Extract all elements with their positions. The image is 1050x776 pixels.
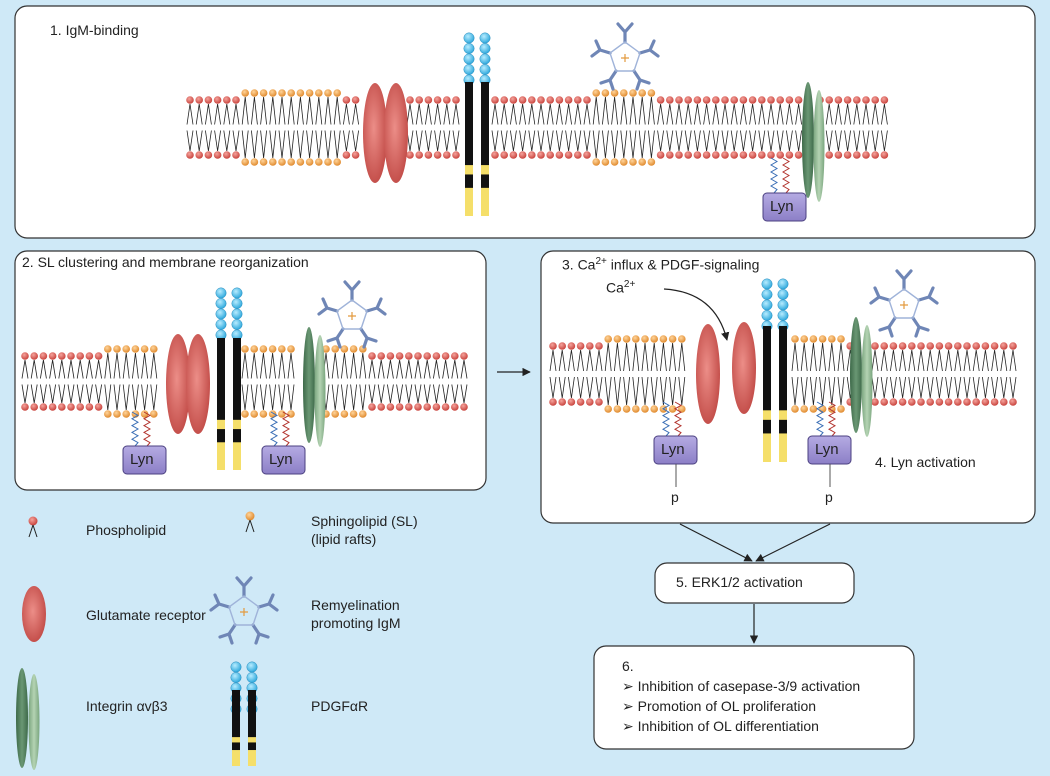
proteins: [130, 22, 939, 470]
lyn-box-panel2-left: [122, 445, 167, 475]
integrin-panel2: [303, 327, 326, 447]
legend-phospholipid-icon: [28, 516, 38, 538]
legend-pdgf-receptor-icon: [230, 661, 258, 766]
legend-glutamate-label: Glutamate receptor: [86, 607, 206, 623]
lyn-label-panel3-right: Lyn: [815, 441, 839, 458]
legend-igm-icon: [209, 576, 279, 645]
glutamate-receptor-panel2-a: [166, 334, 190, 434]
integrin-panel3: [850, 317, 873, 437]
glutamate-receptor-panel3-b: [732, 322, 756, 414]
step6-item: ➢ Promotion of OL proliferation: [622, 698, 817, 714]
pdgf-receptor-panel1: [463, 32, 491, 216]
membrane-panel3-mid: [791, 335, 854, 413]
step6-item: ➢ Inhibition of OL differentiation: [622, 718, 819, 734]
lyn-label-panel2-left: Lyn: [130, 451, 154, 468]
panel-3-title: 3. Ca2+ influx & PDGF-signaling: [562, 256, 760, 273]
membrane-panel2-left: [21, 345, 158, 418]
calcium-influx-arrow: [663, 288, 730, 341]
panel-2-title: 2. SL clustering and membrane reorganiza…: [22, 254, 309, 270]
glutamate-receptor-panel1-a: [363, 83, 387, 183]
calcium-label: Ca2+: [606, 279, 636, 296]
step5-label: 5. ERK1/2 activation: [676, 574, 803, 590]
legend-glutamate-receptor-icon: [22, 586, 46, 642]
legend-integrin-icon: [16, 668, 40, 770]
panel-1-title: 1. IgM-binding: [50, 22, 139, 38]
legend-phospholipid-label: Phospholipid: [86, 522, 167, 538]
glutamate-receptor-panel1-b: [384, 83, 408, 183]
step5-box: [654, 562, 855, 604]
integrin-panel1: [802, 82, 825, 202]
step6-box: [593, 645, 915, 750]
lyn-label-panel2-right: Lyn: [269, 451, 293, 468]
lyn-box-panel2-right: [261, 445, 306, 475]
membrane-panel1-right: [491, 89, 803, 166]
lyn-label-panel3-left: Lyn: [661, 441, 685, 458]
step6-item: ➢ Inhibition of casepase-3/9 activation: [622, 678, 861, 694]
lyn-box-panel1: [762, 192, 807, 222]
pdgf-receptor-panel2: [215, 287, 243, 470]
membrane-panel1-mid: [406, 96, 460, 159]
legend-pdgf-label: PDGFαR: [311, 698, 369, 714]
lyn-anchor-panel3-left: [661, 401, 683, 437]
pdgf-receptor-panel3: [761, 278, 789, 462]
arrow-left-to-step5: [679, 523, 753, 562]
legend-pdgf-shape: [230, 661, 258, 766]
phosphate-label-left: p: [671, 489, 679, 505]
step4-label: 4. Lyn activation: [875, 454, 976, 470]
membrane-panel3-right: [871, 342, 1017, 406]
lyn-anchor-panel1: [770, 157, 790, 194]
legend-sphingolipid-icon: [245, 511, 255, 533]
phosphate-label-right: p: [825, 489, 833, 505]
lyn-anchor-panel2-left: [130, 411, 152, 447]
lyn-anchor-panel2-right: [269, 411, 291, 447]
legend-integrin-label: Integrin αvβ3: [86, 698, 168, 714]
arrow-right-to-step5: [755, 523, 831, 562]
lyn-anchor-panel3-right: [815, 401, 837, 437]
membrane-panel1-left: [186, 89, 360, 166]
panel-2-box: [14, 250, 487, 491]
glutamate-receptor-panel2-b: [186, 334, 210, 434]
legend-sphingolipid-label: Sphingolipid (SL)(lipid rafts): [311, 513, 418, 547]
lyn-label-panel1: Lyn: [770, 198, 794, 215]
step6-number: 6.: [622, 658, 634, 674]
glutamate-receptor-panel3-a: [696, 324, 720, 424]
